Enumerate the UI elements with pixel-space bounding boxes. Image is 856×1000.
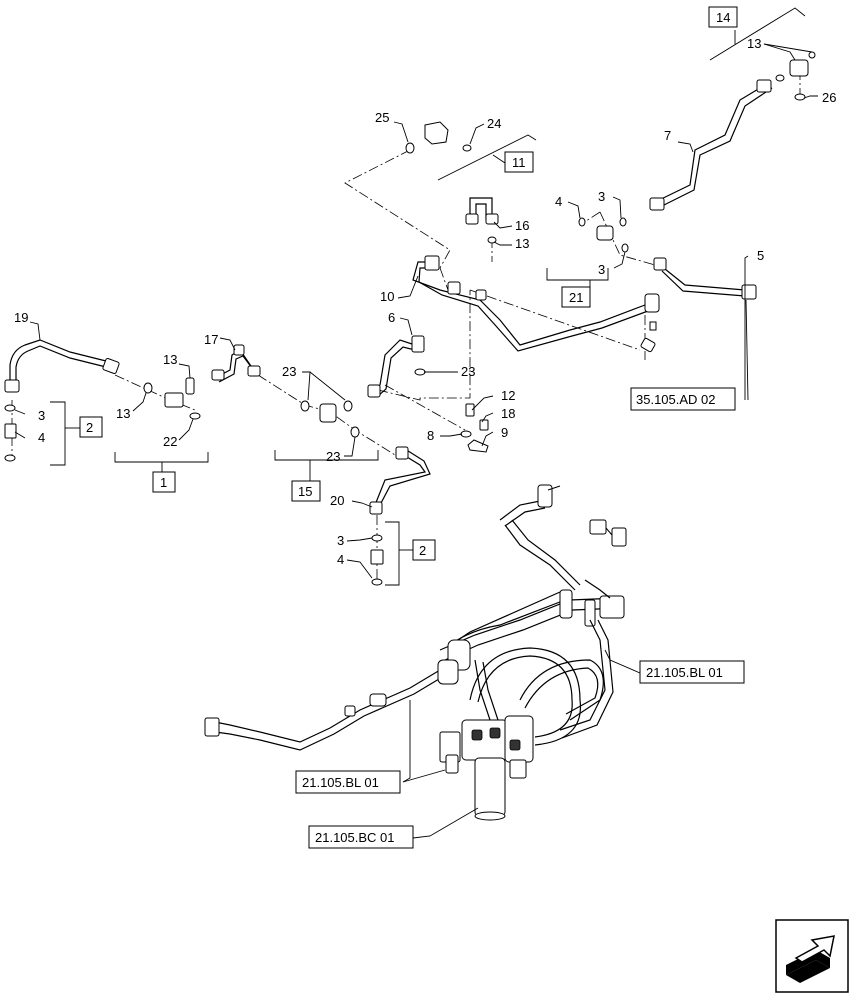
leader-lines <box>14 43 818 839</box>
callout-17: 17 <box>204 332 218 347</box>
filter-assembly <box>204 484 627 821</box>
callout-9: 9 <box>501 425 508 440</box>
callout-23-c: 23 <box>461 364 475 379</box>
callout-13-d: 13 <box>747 36 761 51</box>
tube-16 <box>465 197 499 244</box>
tube-5 <box>653 257 757 300</box>
callout-18: 18 <box>501 406 515 421</box>
tee-fitting-15 <box>300 400 360 438</box>
callout-numbers: 19 3 4 13 13 22 17 23 23 6 23 10 25 24 1… <box>14 36 836 567</box>
tee-fitting-21 <box>578 217 629 253</box>
boxed-group-numbers: 2 1 15 11 21 14 2 <box>79 6 738 561</box>
callout-13-a: 13 <box>163 352 177 367</box>
callout-23-b: 23 <box>326 449 340 464</box>
callout-19: 19 <box>14 310 28 325</box>
callout-5: 5 <box>757 248 764 263</box>
group-box-14: 14 <box>716 10 730 25</box>
tube-6 <box>367 335 426 398</box>
group-box-1: 1 <box>160 475 167 490</box>
elbow-fitting-11 <box>405 121 472 154</box>
callout-25: 25 <box>375 110 389 125</box>
tube-19 <box>4 339 120 393</box>
callout-3-top: 3 <box>598 189 605 204</box>
callout-13-c: 13 <box>515 236 529 251</box>
callout-4-left: 4 <box>38 430 45 445</box>
callout-8: 8 <box>427 428 434 443</box>
reference-boxes: 35.105.AD 02 21.105.BL 01 21.105.BL 01 2… <box>295 387 745 849</box>
callout-3-center: 3 <box>337 533 344 548</box>
callout-3-mid: 3 <box>598 262 605 277</box>
fitting-stack-left <box>4 404 17 462</box>
group-box-2-left: 2 <box>86 420 93 435</box>
callout-26: 26 <box>822 90 836 105</box>
group-box-11: 11 <box>512 155 526 170</box>
ref-21-105-bc01: 21.105.BC 01 <box>315 830 395 845</box>
callout-3-left: 3 <box>38 408 45 423</box>
next-page-arrow-icon[interactable] <box>775 919 849 993</box>
callout-16: 16 <box>515 218 529 233</box>
ref-35-105-ad02: 35.105.AD 02 <box>636 392 716 407</box>
callout-23-a: 23 <box>282 364 296 379</box>
callout-13-b: 13 <box>116 406 130 421</box>
fitting-stack-center <box>370 534 384 586</box>
callout-4-center: 4 <box>337 552 344 567</box>
tube-7 <box>649 51 816 211</box>
callout-4-top: 4 <box>555 194 562 209</box>
clamp-parts <box>460 403 489 453</box>
group-box-2-center: 2 <box>419 543 426 558</box>
group-box-15: 15 <box>298 484 312 499</box>
callout-10: 10 <box>380 289 394 304</box>
tube-20 <box>369 446 431 515</box>
tube-17 <box>211 344 261 383</box>
callout-22: 22 <box>163 434 177 449</box>
callout-7: 7 <box>664 128 671 143</box>
ref-21-105-bl01-right: 21.105.BL 01 <box>646 665 723 680</box>
group-brackets <box>50 7 806 586</box>
callout-20: 20 <box>330 493 344 508</box>
tube-10 <box>412 255 660 353</box>
tee-fitting-1 <box>143 377 201 420</box>
callout-6: 6 <box>388 310 395 325</box>
ref-21-105-bl01-left: 21.105.BL 01 <box>302 775 379 790</box>
group-box-21: 21 <box>569 290 583 305</box>
callout-12: 12 <box>501 388 515 403</box>
callout-24: 24 <box>487 116 501 131</box>
